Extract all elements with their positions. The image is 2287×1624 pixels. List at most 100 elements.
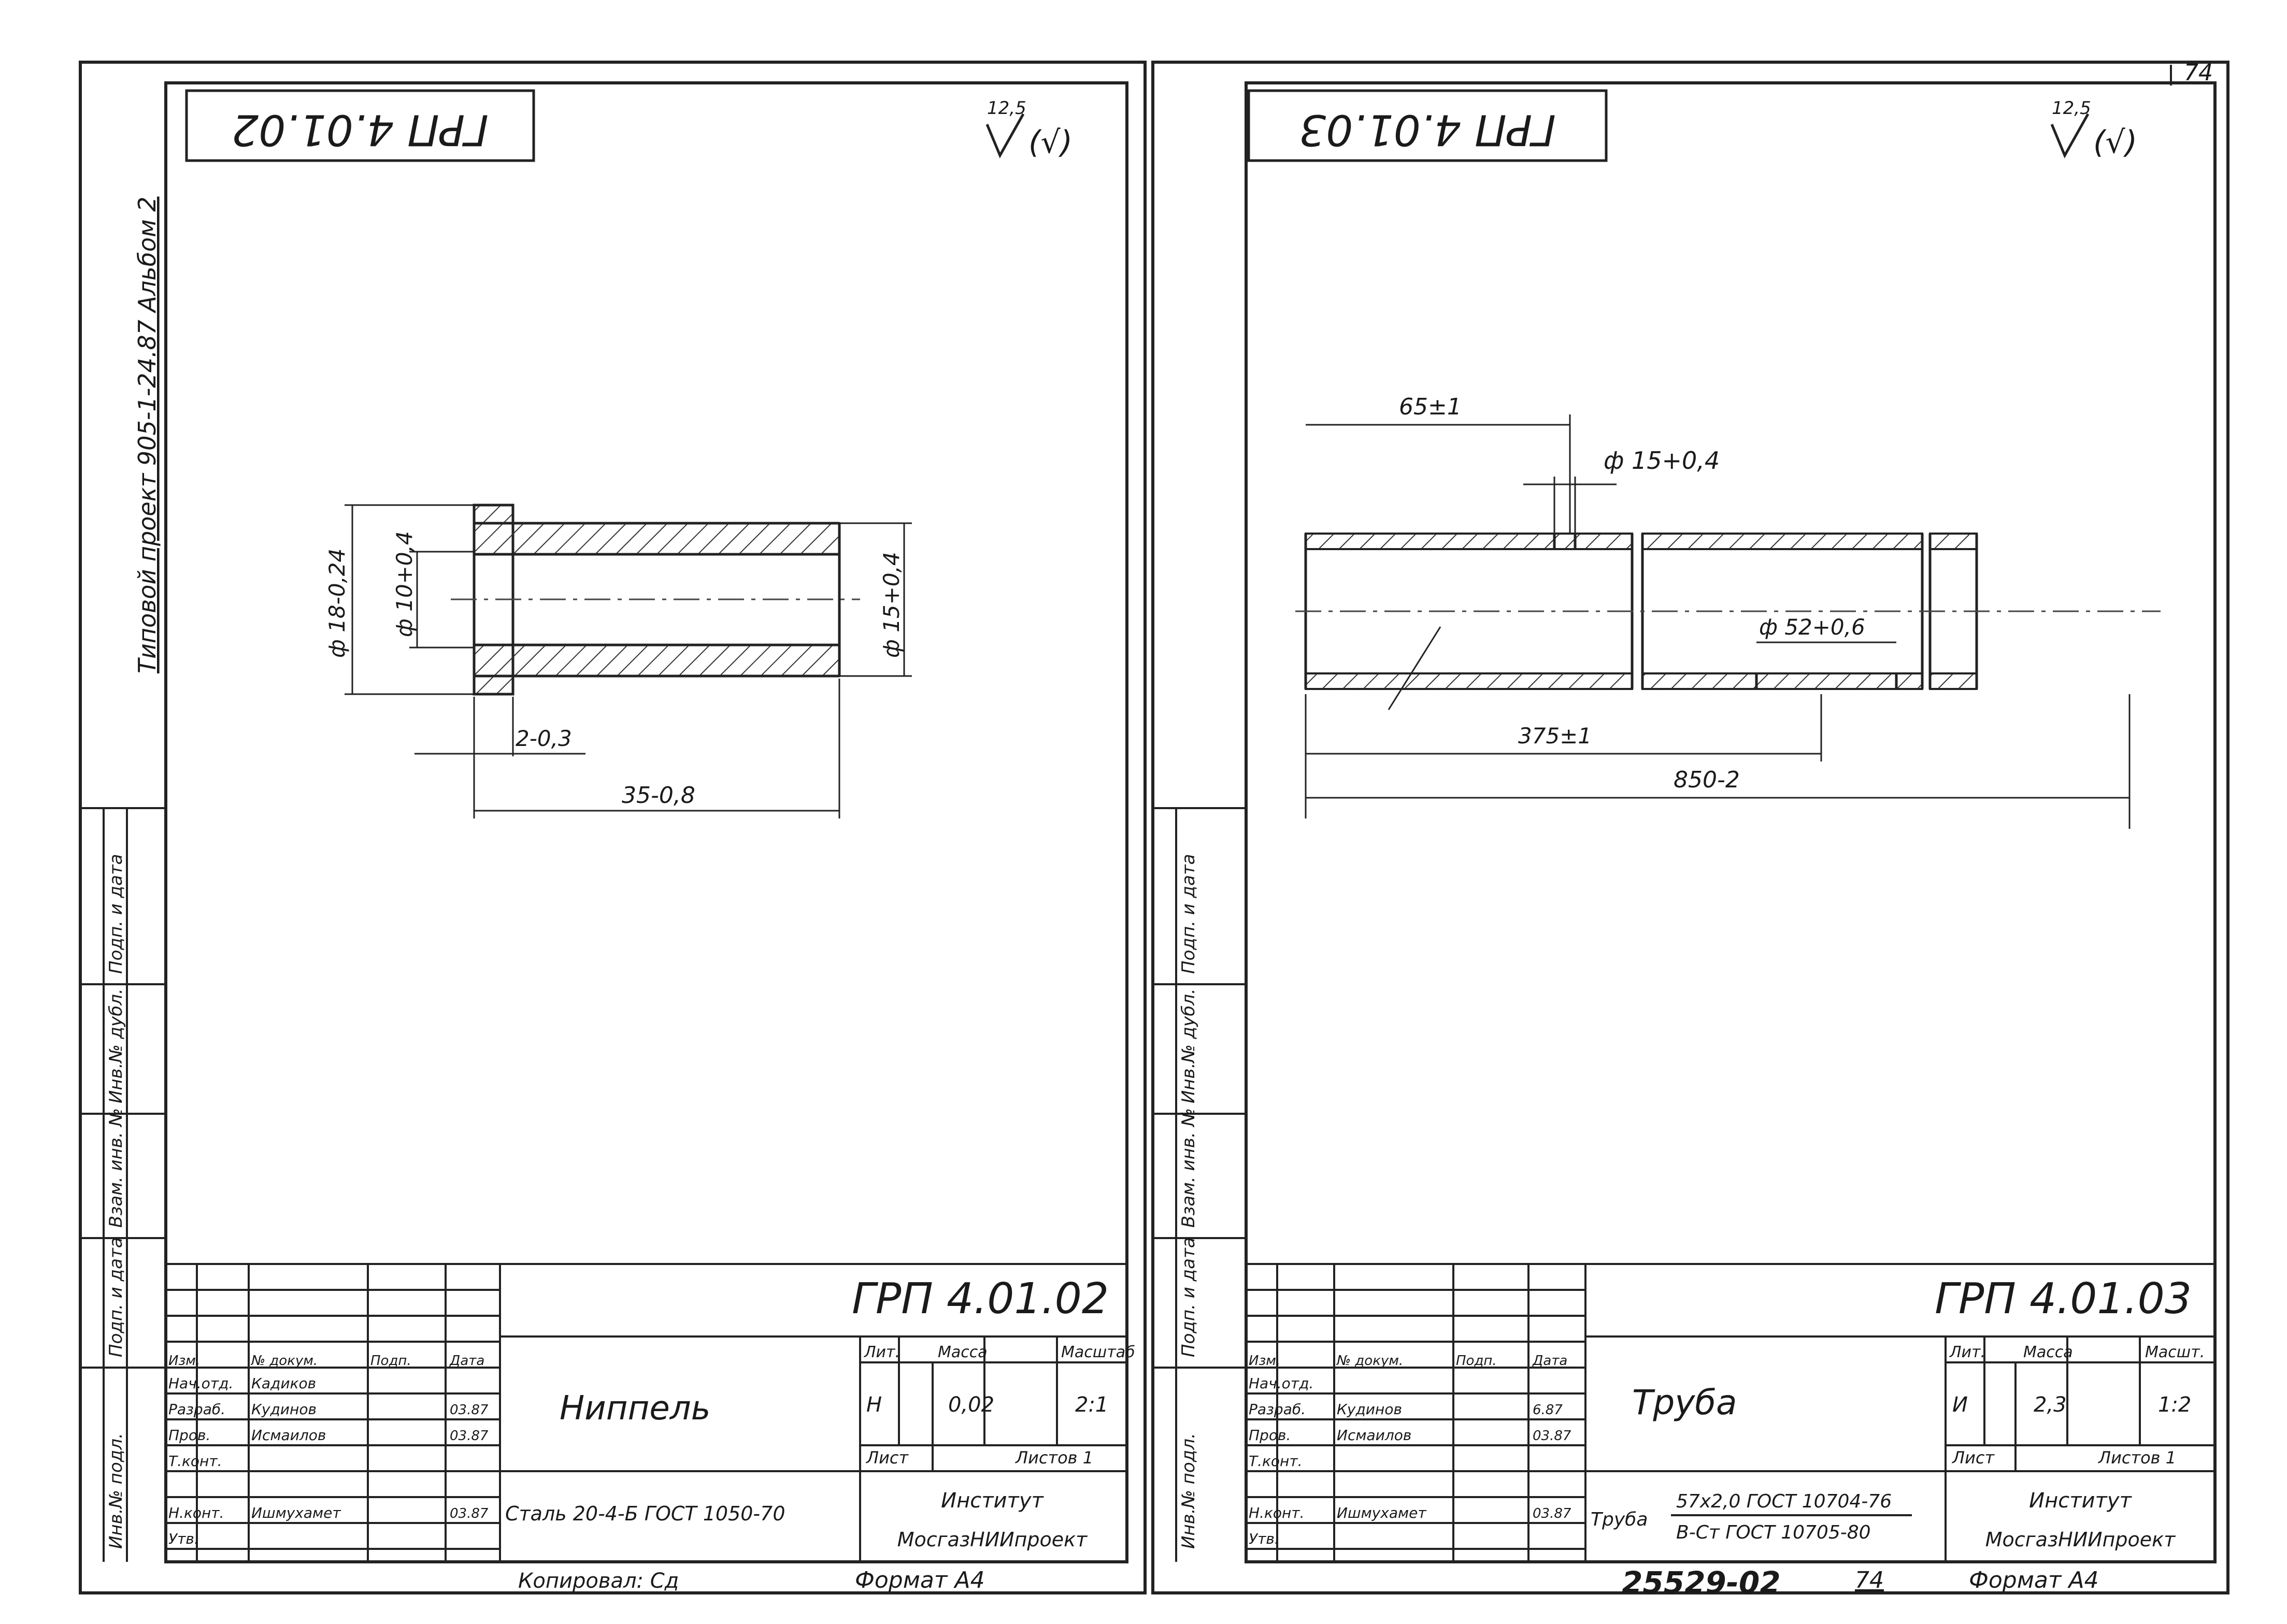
right-tb-name-1: Кудинов xyxy=(1337,1401,1402,1418)
left-stamp-upside: ГРП 4.01.02 xyxy=(232,105,489,154)
left-tb-hdr-mass: Масса xyxy=(938,1343,988,1361)
left-outer-frame xyxy=(79,61,1147,1594)
right-stamp-upside: ГРП 4.01.03 xyxy=(1299,105,1556,154)
right-tb-material-bottom: В-Ст ГОСТ 10705-80 xyxy=(1676,1522,1871,1543)
left-tb-role-5: Н.конт. xyxy=(168,1504,224,1521)
nipple-drawing: ф 18-0,24 ф 10+0,4 ф 15+0,4 2-0,3 35-0,8 xyxy=(324,504,912,818)
right-tb-role-1: Разраб. xyxy=(1249,1401,1306,1418)
left-title-block: ГРП 4.01.02 Ниппель Сталь 20-4-Б ГОСТ 10… xyxy=(166,1263,1135,1562)
left-tb-hdr-lit: Лит. xyxy=(864,1343,900,1361)
left-tb-hdr-scale: Масштаб xyxy=(1061,1343,1135,1361)
project-side-label: Типовой проект 905-1-24.87 Альбом 2 xyxy=(133,196,161,673)
right-tb-role-0: Нач.отд. xyxy=(1249,1375,1313,1392)
right-tb-col-1: № докум. xyxy=(1336,1353,1403,1369)
right-tb-date-1: 6.87 xyxy=(1533,1402,1563,1418)
left-tb-role-3: Т.конт. xyxy=(168,1453,222,1470)
side-stamp-sign2: Подп. и дата xyxy=(106,854,126,974)
right-tb-material-top: 57х2,0 ГОСТ 10704-76 xyxy=(1676,1491,1892,1512)
right-tb-scale: 1:2 xyxy=(2158,1393,2191,1417)
left-tb-role-6: Утв. xyxy=(168,1530,199,1547)
right-tb-col-0: Изм. xyxy=(1249,1353,1280,1369)
left-tb-code: ГРП 4.01.02 xyxy=(852,1274,1109,1324)
r-side-stamp-dubl: Инв.№ дубл. xyxy=(1178,988,1199,1103)
left-tb-date-5: 03.87 xyxy=(450,1506,489,1521)
right-roughness-check: (√) xyxy=(2093,124,2137,161)
side-stamp-inv: Инв.№ подл. xyxy=(106,1433,126,1549)
left-tb-col-3: Дата xyxy=(449,1353,484,1369)
page-ref: 74 xyxy=(1855,1567,1884,1593)
left-format: Формат А4 xyxy=(855,1567,985,1593)
right-tb-col-2: Подп. xyxy=(1456,1353,1497,1369)
left-tb-name-1: Кудинов xyxy=(251,1401,317,1418)
right-tb-org2: МосгазНИИпроект xyxy=(1985,1528,2176,1551)
right-roughness-value: 12,5 xyxy=(2052,98,2091,119)
reg-number: 25529-02 xyxy=(1622,1565,1781,1600)
right-tb-hdr-lit: Лит. xyxy=(1949,1343,1985,1361)
left-roughness-check: (√) xyxy=(1028,124,1073,161)
side-stamp-dubl: Инв.№ дубл. xyxy=(106,988,126,1103)
left-tb-name-0: Кадиков xyxy=(251,1375,316,1392)
dim-mid: 375±1 xyxy=(1518,723,1592,749)
dim-outer-flange: ф 18-0,24 xyxy=(324,549,350,658)
right-tb-sheet: Лист xyxy=(1952,1448,1995,1468)
left-tb-org2: МосгазНИИпроект xyxy=(897,1528,1088,1551)
right-tb-name: Труба xyxy=(1632,1383,1737,1422)
right-tb-name-2: Исмаилов xyxy=(1337,1427,1411,1444)
left-top-stamp: ГРП 4.01.02 xyxy=(185,89,535,162)
right-side-strip: Инв.№ подл. Подп. и дата Взам. инв. № Ин… xyxy=(1153,807,1246,1562)
dim-length: 35-0,8 xyxy=(622,782,695,809)
left-tb-name-5: Ишмухамет xyxy=(251,1504,341,1521)
left-tb-lit: Н xyxy=(866,1393,882,1417)
right-inner-frame xyxy=(1245,81,2217,1563)
dim-hole-offset: 65±1 xyxy=(1399,394,1462,420)
right-tb-material-prefix: Труба xyxy=(1591,1509,1648,1530)
dim-bore: ф 10+0,4 xyxy=(392,531,417,637)
dim-pipe-dia: ф 52+0,6 xyxy=(1759,614,1865,640)
left-tb-material: Сталь 20-4-Б ГОСТ 1050-70 xyxy=(505,1502,785,1525)
right-tb-lit: И xyxy=(1952,1393,1968,1417)
left-roughness: 12,5 (√) xyxy=(985,98,1073,161)
left-roughness-value: 12,5 xyxy=(987,98,1026,119)
dim-flange: 2-0,3 xyxy=(516,726,572,751)
left-tb-scale: 2:1 xyxy=(1075,1393,1108,1417)
left-tb-role-2: Пров. xyxy=(168,1427,210,1444)
right-tb-name-5: Ишмухамет xyxy=(1337,1504,1426,1521)
left-tb-date-2: 03.87 xyxy=(450,1428,489,1444)
page-number: 74 xyxy=(2184,60,2213,86)
left-side-strip: Инв.№ подл. Подп. и дата Взам. инв. № Ин… xyxy=(80,196,166,1562)
left-tb-name-2: Исмаилов xyxy=(251,1427,326,1444)
left-tb-mass: 0,02 xyxy=(948,1393,994,1417)
left-inner-frame xyxy=(164,81,1128,1563)
left-tb-sheets: Листов 1 xyxy=(1015,1448,1093,1468)
r-side-stamp-replace: Взам. инв. № xyxy=(1178,1108,1199,1228)
left-tb-date-1: 03.87 xyxy=(450,1402,489,1418)
dim-outer: ф 15+0,4 xyxy=(879,552,904,658)
r-side-stamp-inv: Инв.№ подл. xyxy=(1178,1433,1199,1549)
right-top-stamp: ГРП 4.01.03 xyxy=(1247,89,1608,162)
right-format: Формат А4 xyxy=(1969,1567,2099,1593)
pipe-drawing: 65±1 ф 15+0,4 ф 52+0,6 375±1 850-2 xyxy=(1295,394,2161,829)
dim-total: 850-2 xyxy=(1674,767,1740,793)
left-tb-name: Ниппель xyxy=(560,1389,710,1428)
right-tb-role-6: Утв. xyxy=(1249,1530,1279,1547)
right-tb-org1: Институт xyxy=(2029,1489,2132,1513)
r-side-stamp-sign1: Подп. и дата xyxy=(1178,1237,1199,1357)
right-outer-frame xyxy=(1151,61,2229,1594)
copied-by: Копировал: Сд xyxy=(518,1569,679,1593)
left-tb-role-1: Разраб. xyxy=(168,1401,225,1418)
r-side-stamp-sign2: Подп. и дата xyxy=(1178,854,1199,974)
side-stamp-replace: Взам. инв. № xyxy=(106,1108,126,1228)
side-stamp-sign1: Подп. и дата xyxy=(106,1237,126,1357)
left-tb-col-2: Подп. xyxy=(370,1353,411,1369)
left-tb-role-0: Нач.отд. xyxy=(168,1375,233,1392)
dim-hole-dia: ф 15+0,4 xyxy=(1604,447,1720,475)
right-tb-hdr-scale: Масшт. xyxy=(2145,1343,2205,1361)
right-roughness: 12,5 (√) xyxy=(2050,98,2137,161)
right-tb-hdr-mass: Масса xyxy=(2023,1343,2073,1361)
left-tb-sheet: Лист xyxy=(866,1448,909,1468)
right-tb-role-5: Н.конт. xyxy=(1249,1504,1305,1521)
left-tb-org1: Институт xyxy=(941,1489,1044,1513)
right-title-block: ГРП 4.01.03 Труба Труба 57х2,0 ГОСТ 1070… xyxy=(1246,1263,2215,1562)
left-tb-col-1: № докум. xyxy=(250,1353,318,1369)
